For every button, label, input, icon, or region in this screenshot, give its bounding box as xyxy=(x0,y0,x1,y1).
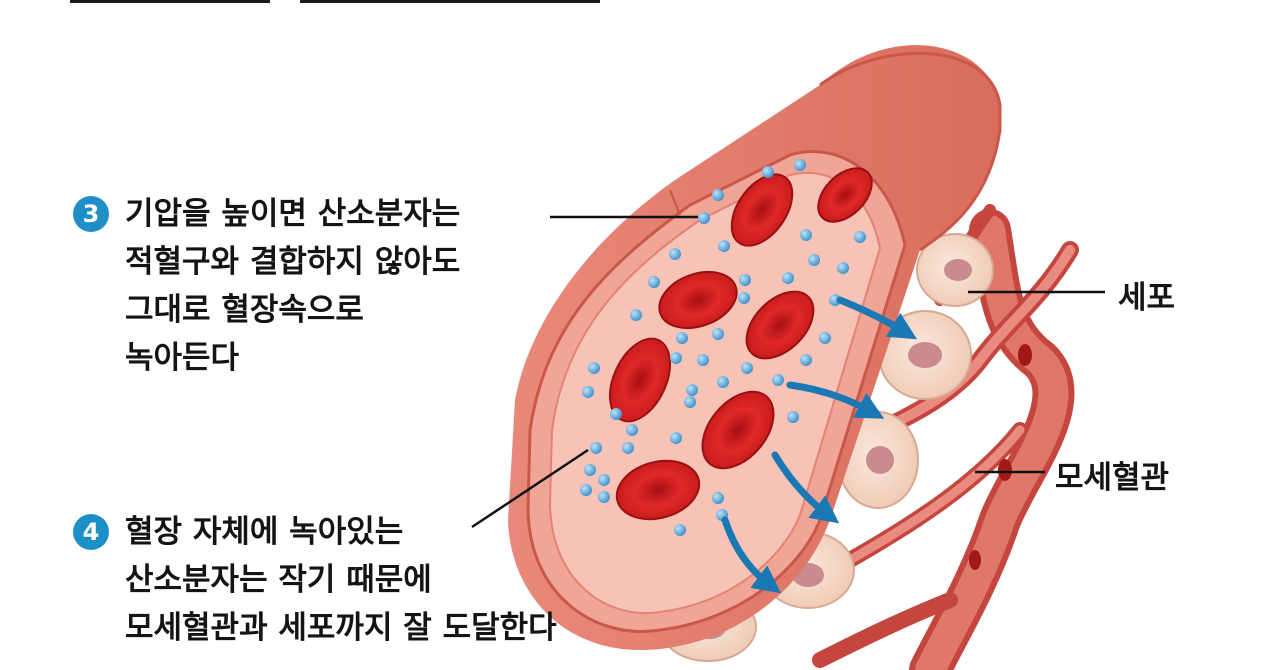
cropped-top-strip xyxy=(70,0,600,3)
callout-3-line-1: 기압을 높이면 산소분자는 xyxy=(125,196,461,232)
callout-4-line-1: 혈장 자체에 녹아있는 xyxy=(125,514,404,550)
red-blood-cells xyxy=(608,167,873,521)
callout-4-text: 혈장 자체에 녹아있는 산소분자는 작기 때문에 모세혈관과 세포까지 잘 도달… xyxy=(125,508,557,652)
callout-4-line-2: 산소분자는 작기 때문에 xyxy=(125,562,432,598)
callout-3-line-3: 그대로 혈장속으로 xyxy=(125,292,364,328)
callout-3: 3 기압을 높이면 산소분자는 적혈구와 결합하지 않아도 그대로 혈장속으로 … xyxy=(73,190,460,382)
cell xyxy=(916,233,994,307)
callout-3-line-4: 녹아든다 xyxy=(125,340,240,376)
diffusion-arrows xyxy=(721,296,918,594)
capillary-network xyxy=(812,204,1079,670)
cell-label: 세포 xyxy=(1118,280,1176,316)
callout-4-badge: 4 xyxy=(73,514,109,550)
callout-4: 4 혈장 자체에 녹아있는 산소분자는 작기 때문에 모세혈관과 세포까지 잘 … xyxy=(73,508,557,652)
callout-3-text: 기압을 높이면 산소분자는 적혈구와 결합하지 않아도 그대로 혈장속으로 녹아… xyxy=(125,190,460,382)
callout-3-line-2: 적혈구와 결합하지 않아도 xyxy=(125,244,461,280)
callout-4-line-3: 모세혈관과 세포까지 잘 도달한다 xyxy=(125,610,557,646)
oxygen-molecules xyxy=(580,159,866,536)
leader-lines xyxy=(471,215,1105,529)
capillary-label: 모세혈관 xyxy=(1055,460,1170,496)
callout-3-badge: 3 xyxy=(73,196,109,232)
